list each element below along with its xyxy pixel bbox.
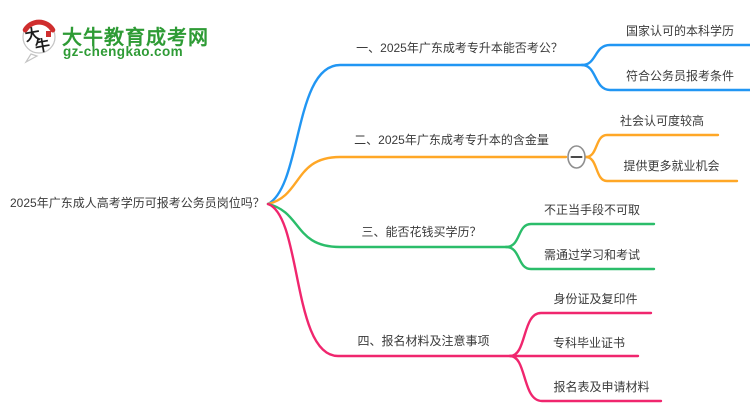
root-node[interactable]: 2025年广东成人高考学历可报考公务员岗位吗？ <box>10 196 265 210</box>
branch3-child1-node[interactable]: 不正当手段不可取 <box>543 203 640 217</box>
branch4-node[interactable]: 四、报名材料及注意事项 <box>357 334 490 348</box>
branch2-child1-node[interactable]: 社会认可度较高 <box>619 114 704 128</box>
bull-speech-bubble-icon: 大 牛 <box>22 19 56 64</box>
brand-domain: gz-chengkao.com <box>63 44 184 59</box>
branch1-child2-node[interactable]: 符合公务员报考条件 <box>625 69 734 83</box>
brand-name: 大牛教育成考网 <box>62 27 209 49</box>
branch4-child3-node[interactable]: 报名表及申请材料 <box>553 380 650 394</box>
svg-text:大: 大 <box>24 25 42 45</box>
site-logo[interactable]: 大 牛 大牛教育成考网 gz-chengkao.com <box>16 14 236 66</box>
branch4-child1-node[interactable]: 身份证及复印件 <box>553 292 638 306</box>
branch4-child2-node[interactable]: 专科毕业证书 <box>552 336 625 350</box>
branch3-node[interactable]: 三、能否花钱买学历？ <box>361 225 482 239</box>
branch3-child2-node[interactable]: 需通过学习和考试 <box>543 248 640 262</box>
branch1-node[interactable]: 一、2025年广东成考专升本能否考公？ <box>356 41 563 55</box>
collapse-toggle-icon[interactable] <box>567 145 586 169</box>
branch2-child2-node[interactable]: 提供更多就业机会 <box>623 159 720 173</box>
branch2-node[interactable]: 二、2025年广东成考专升本的含金量 <box>354 133 549 147</box>
branch1-child1-node[interactable]: 国家认可的本科学历 <box>625 24 734 38</box>
svg-text:牛: 牛 <box>34 36 52 56</box>
